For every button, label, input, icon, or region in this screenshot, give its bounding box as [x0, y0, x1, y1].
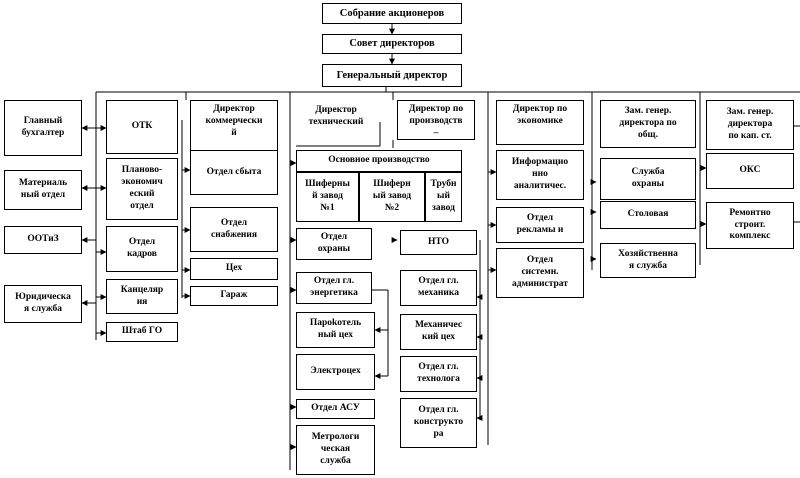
node-supply-dept: Отдел снабжения — [190, 207, 278, 252]
node-board: Совет директоров — [322, 34, 462, 54]
node-hr-dept: Отдел кадров — [106, 226, 178, 272]
node-planning-dept: Планово- экономич еский отдел — [106, 158, 178, 220]
node-repair-construction: Ремонтно строит. комплекс — [706, 202, 794, 249]
node-nto: НТО — [400, 230, 477, 255]
node-canteen: Столовая — [600, 201, 696, 229]
node-general-director: Генеральный директор — [322, 64, 462, 87]
node-chief-technologist: Отдел гл. технолога — [400, 356, 477, 392]
node-mechanical-shop: Механичес кий цех — [400, 314, 477, 350]
node-commercial-director: Директор коммерчески й — [190, 100, 278, 154]
node-chief-designer: Отдел гл. конструкто ра — [400, 398, 477, 448]
node-deputy-capital: Зам. генер. директора по кап. ст. — [706, 100, 794, 150]
node-workshop: Цех — [190, 258, 278, 280]
node-legal-service: Юридическа я служба — [4, 285, 82, 323]
node-metrology-service: Метрологи ческая служба — [296, 425, 375, 475]
node-household-service: Хозяйственна я служба — [600, 243, 696, 278]
node-ootiz: ООТиЗ — [4, 226, 82, 254]
node-chief-mechanic: Отдел гл. механика — [400, 270, 477, 306]
node-economics-director: Директор по экономике — [496, 100, 584, 145]
node-deputy-general: Зам. генер. директора по общ. — [600, 100, 696, 148]
node-main-production: Основное производство — [296, 150, 462, 172]
node-advertising-dept: Отдел рекламы и — [496, 207, 584, 243]
node-electrical-shop: Электроцех — [296, 354, 375, 390]
node-steam-boiler-shop: Пароkотель ный цех — [296, 312, 375, 348]
node-slate-plant-2: Шиферн ый завод №2 — [359, 172, 425, 222]
node-chief-power-engineer: Отдел гл. энергетика — [296, 272, 372, 304]
node-civil-defense: Штаб ГО — [106, 322, 178, 342]
node-slate-plant-1: Шиферны й завод №1 — [296, 172, 359, 222]
node-info-analytics-dept: Информацио нно аналитичес. — [496, 150, 584, 200]
node-pipe-plant: Трубн ый завод — [425, 172, 462, 222]
node-sysadmin-dept: Отдел системн. администрат — [496, 248, 584, 298]
node-otk: ОТК — [106, 100, 178, 154]
node-chief-accountant: Главный бухгалтер — [4, 100, 82, 156]
node-oks: ОКС — [706, 153, 794, 189]
node-shareholders: Собрание акционеров — [322, 3, 462, 24]
node-garage: Гараж — [190, 286, 278, 306]
node-chancellery: Канцеляр ия — [106, 279, 178, 314]
node-security-service: Служба охраны — [600, 158, 696, 200]
node-security-dept: Отдел охраны — [296, 228, 372, 260]
node-sales-dept: Отдел сбыта — [190, 150, 278, 195]
node-material-dept: Материаль ный отдел — [4, 170, 82, 210]
node-production-director: Директор по производств – — [397, 100, 475, 140]
node-asu-dept: Отдел АСУ — [296, 399, 375, 419]
node-technical-director: Директор технический — [296, 102, 376, 134]
